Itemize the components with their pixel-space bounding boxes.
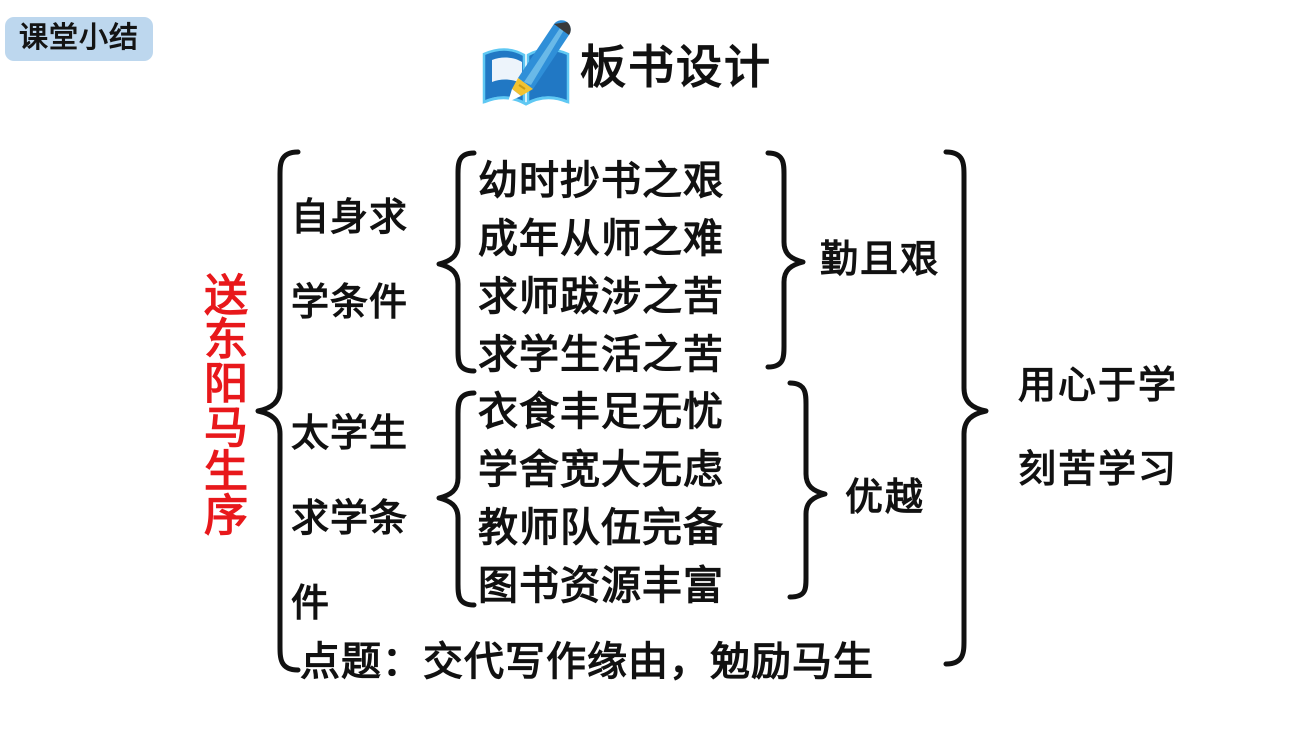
brace-group-2: [436, 390, 477, 608]
brace-conclusion: [943, 149, 989, 667]
list-item: 幼时抄书之艰: [478, 158, 724, 204]
section-badge: 课堂小结: [5, 17, 154, 62]
group-label-line: 太学生: [291, 411, 409, 455]
group-label-line: 求学条: [291, 496, 409, 541]
list-item: 求学生活之苦: [478, 332, 724, 378]
list-item: 衣食丰足无忧: [478, 389, 724, 435]
page-title: 板书设计: [580, 40, 772, 94]
list-item: 求师跋涉之苦: [478, 274, 724, 320]
brace-root-level: [255, 149, 301, 673]
brace-summary-2: [787, 380, 828, 600]
group-label-line: 自身求: [291, 195, 409, 239]
list-item: 学舍宽大无虑: [478, 447, 724, 493]
open-book-with-pen-icon: [478, 8, 574, 112]
list-item: 图书资源丰富: [478, 563, 724, 609]
list-item: 教师队伍完备: [478, 505, 724, 551]
group-label-imperial-students-conditions: 太学生 求学条 件: [291, 412, 408, 625]
group-label-line: 学条件: [291, 280, 409, 325]
slide-title-group: 板书设计: [478, 8, 772, 112]
brace-summary-1: [765, 150, 806, 370]
point-summary-line: 点题：交代写作缘由，勉励马生: [300, 639, 874, 685]
root-title-vertical: 送东阳马生序: [196, 272, 247, 536]
brace-group-1: [436, 150, 477, 374]
summary-label-you-yue: 优越: [845, 475, 926, 519]
conclusion-line: 刻苦学习: [1018, 447, 1179, 491]
group-label-line: 件: [291, 581, 331, 626]
group-label-self-study-conditions: 自身求 学条件: [291, 196, 408, 324]
list-item: 成年从师之难: [478, 216, 724, 262]
summary-label-qin-qie-jian: 勤且艰: [820, 237, 941, 281]
conclusion-line: 用心于学: [1018, 363, 1179, 407]
